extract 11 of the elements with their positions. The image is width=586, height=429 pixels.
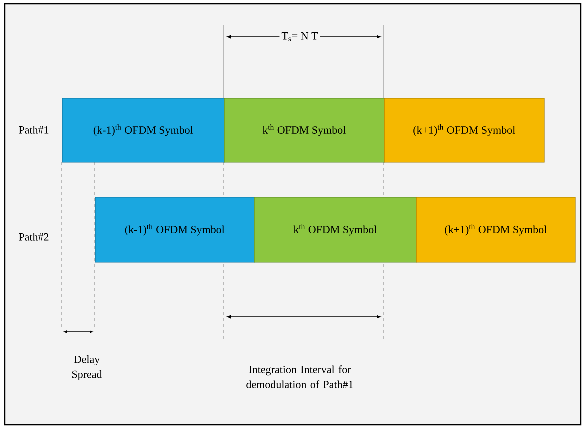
label: Integration Interval for demodulation of Path#1 (246, 366, 354, 388)
label: T$_{s}$= N T (280, 30, 320, 44)
symbol-box: k$^{th}$ OFDM Symbol (254, 197, 417, 263)
label: Delay Spread (72, 356, 102, 380)
symbol-box: (k-1)$^{th}$ OFDM Symbol (62, 98, 225, 163)
symbol-box: (k+1)$^{th}$ OFDM Symbol (416, 197, 576, 263)
label: Path#2 (19, 233, 49, 241)
symbol-box: k$^{th}$ OFDM Symbol (224, 98, 385, 163)
symbol-box: (k-1)$^{th}$ OFDM Symbol (95, 197, 255, 263)
symbol-box: (k+1)$^{th}$ OFDM Symbol (384, 98, 545, 163)
label: Path#1 (19, 126, 49, 134)
